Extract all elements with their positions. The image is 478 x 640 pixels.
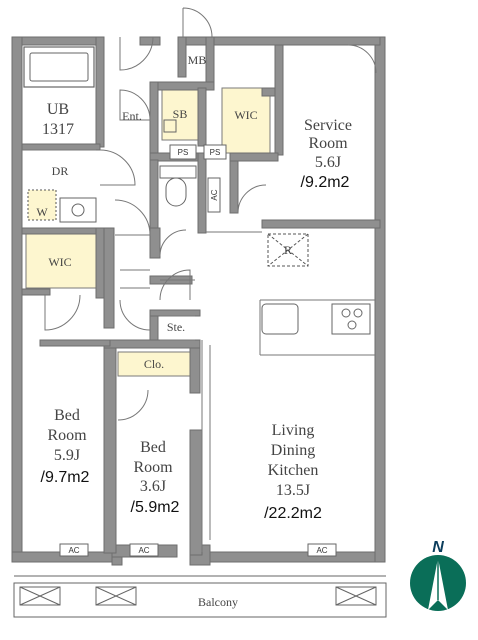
bedroom-mid-size: 3.6J (140, 478, 166, 495)
ac1-label: AC (68, 546, 79, 555)
ldk-line3: Kitchen (268, 462, 319, 479)
bedroom-left-size: 5.9J (54, 447, 80, 464)
w-label: W (36, 205, 48, 219)
bathtub (23, 46, 95, 88)
service-room-line1: Service (304, 117, 352, 134)
balcony-label: Balcony (198, 595, 238, 609)
bedroom-mid-line1: Bed (140, 439, 166, 456)
doors (44, 7, 377, 421)
service-room-line2: Room (308, 135, 348, 152)
wic-west-label: WIC (48, 255, 71, 269)
ub-label: UB (47, 101, 69, 118)
refrigerator-label: R (284, 243, 292, 257)
walls (11, 36, 386, 566)
compass: N (410, 539, 466, 611)
entrance-label: Ent. (122, 109, 142, 123)
compass-n-label: N (432, 539, 444, 556)
ac-units (59, 177, 337, 557)
dr-label: DR (52, 164, 69, 178)
refrigerator-space (267, 233, 309, 267)
ldk-line2: Dining (271, 442, 315, 459)
ldk-area: /22.2m2 (264, 505, 322, 522)
thin-lines (22, 149, 375, 552)
bedroom-mid-line2: Room (133, 459, 173, 476)
kitchen-counter (261, 303, 371, 335)
ldk-line1: Living (272, 422, 315, 439)
ac2-label: AC (138, 546, 149, 555)
ldk-size: 13.5J (276, 482, 310, 499)
ac-small-label: AC (210, 189, 219, 200)
ps2-label: PS (210, 148, 221, 157)
bedroom-left-area: /9.7m2 (41, 469, 90, 486)
bedroom-left-line2: Room (47, 427, 87, 444)
ps1-label: PS (178, 148, 189, 157)
wic-north-label: WIC (234, 108, 257, 122)
sb-label: SB (173, 107, 188, 121)
service-room-area: /9.2m2 (301, 174, 350, 191)
bedroom-left-line1: Bed (54, 407, 80, 424)
washing-machine-space (27, 189, 57, 221)
sanitary-fixtures (59, 119, 197, 223)
ub-code: 1317 (42, 121, 74, 138)
closet-label: Clo. (144, 357, 164, 371)
storage-label: Ste. (167, 320, 185, 334)
service-room-size: 5.6J (315, 154, 341, 171)
balcony (13, 575, 387, 618)
ps-boxes (169, 144, 227, 160)
bedroom-mid-area: /5.9m2 (131, 499, 180, 516)
mb-label: MB (188, 53, 207, 67)
ac3-label: AC (316, 546, 327, 555)
